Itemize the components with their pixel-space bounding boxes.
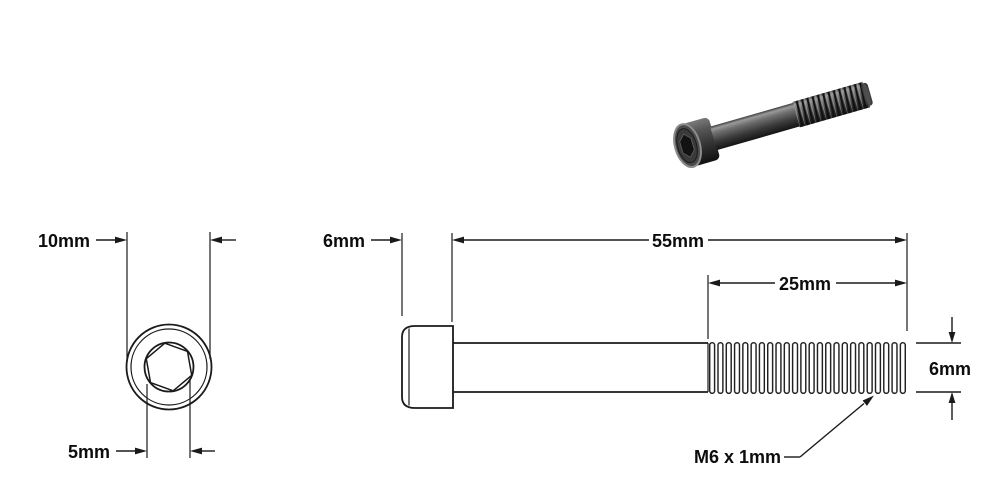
hex-socket-outline <box>145 342 193 392</box>
thread-spec-callout: M6 x 1mm <box>694 395 874 467</box>
dim-head-height: 6mm <box>323 231 403 316</box>
front-view: 10mm 5mm <box>38 231 236 462</box>
bolt-3d-tip-chamfer <box>862 83 871 106</box>
socket-size-label: 5mm <box>68 442 110 462</box>
thread-length-label: 25mm <box>779 274 831 294</box>
head-chamfer-circle <box>130 328 208 406</box>
head-height-label: 6mm <box>323 231 365 251</box>
bolt-3d-shank <box>710 102 802 151</box>
bolt-3d-render <box>673 81 873 169</box>
threaded-section <box>708 342 907 394</box>
side-view: 6mm 55mm 25mm 6 <box>323 231 971 467</box>
head-side-outline <box>401 325 454 409</box>
dim-shaft-diameter: 6mm <box>916 317 971 420</box>
hex-socket-icon <box>679 133 695 158</box>
socket-bore-circle <box>143 341 195 393</box>
shaft-diameter-label: 6mm <box>929 359 971 379</box>
bolt-3d-thread-ridges <box>792 81 871 128</box>
head-outline-circle <box>125 323 213 411</box>
head-diameter-label: 10mm <box>38 231 90 251</box>
dim-total-length: 55mm <box>451 231 908 331</box>
dim-thread-length: 25mm <box>707 274 907 339</box>
total-length-label: 55mm <box>652 231 704 251</box>
dim-head-diameter: 10mm <box>38 231 236 359</box>
dim-socket-size: 5mm <box>68 379 215 462</box>
thread-spec-label: M6 x 1mm <box>694 447 781 467</box>
